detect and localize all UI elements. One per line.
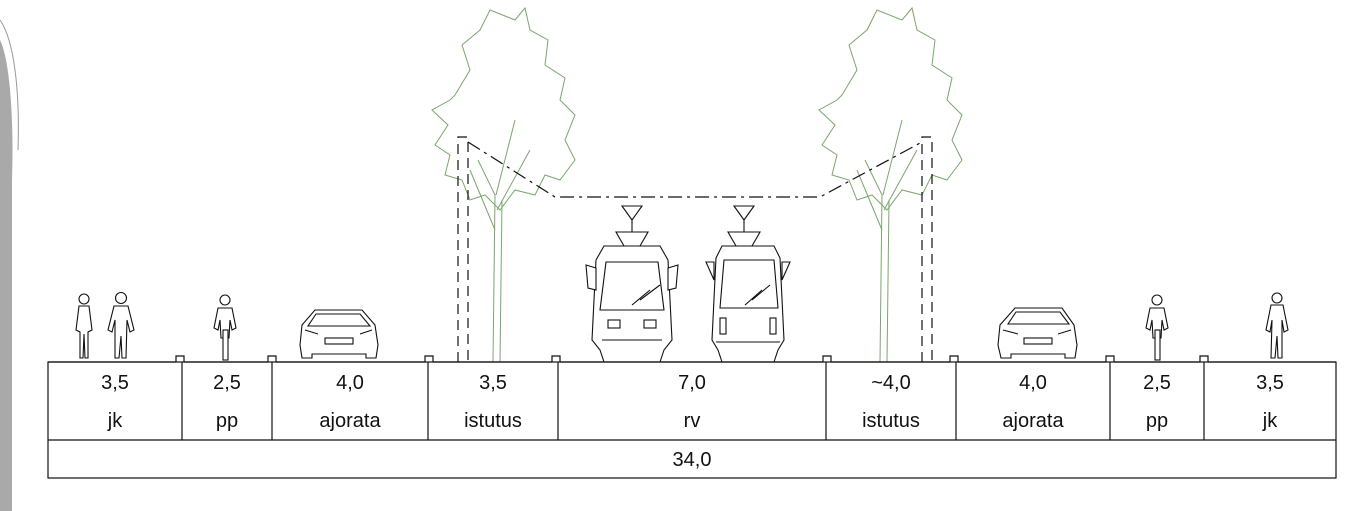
segment-code-2: pp xyxy=(216,410,238,432)
tram-left xyxy=(585,205,679,363)
segment-width-4: 3,5 xyxy=(479,372,507,394)
pedestrian-left-2 xyxy=(107,291,135,359)
tram-right xyxy=(705,205,791,363)
segment-width-1: 3,5 xyxy=(101,372,129,394)
tree-right xyxy=(818,6,963,363)
segment-code-8: pp xyxy=(1146,410,1168,432)
catenary-poles xyxy=(457,136,933,362)
segment-code-9: jk xyxy=(1262,410,1278,432)
segment-code-7: ajorata xyxy=(1002,410,1064,432)
segment-width-7: 4,0 xyxy=(1019,372,1047,394)
dimension-table: 3,5 2,5 4,0 3,5 7,0 ~4,0 4,0 2,5 3,5 jk … xyxy=(47,361,1337,479)
left-edge-decoration xyxy=(0,19,19,511)
segment-width-5: 7,0 xyxy=(678,372,706,394)
segment-width-8: 2,5 xyxy=(1143,372,1171,394)
cyclist-right xyxy=(1145,294,1169,361)
segment-code-6: istutus xyxy=(862,410,920,432)
ground-line xyxy=(48,355,1336,363)
car-right xyxy=(997,307,1078,359)
cyclist-left xyxy=(213,294,237,361)
segment-width-3: 4,0 xyxy=(336,372,364,394)
segment-width-9: 3,5 xyxy=(1256,372,1284,394)
car-left xyxy=(299,309,379,359)
segment-code-1: jk xyxy=(107,410,123,432)
pedestrian-left-1 xyxy=(75,293,93,359)
pedestrian-right xyxy=(1265,292,1289,359)
segment-code-3: ajorata xyxy=(319,410,381,432)
segment-code-5: rv xyxy=(684,410,701,432)
segment-width-6: ~4,0 xyxy=(871,372,910,394)
total-width: 34,0 xyxy=(673,449,712,471)
segment-width-2: 2,5 xyxy=(213,372,241,394)
tree-left xyxy=(431,6,576,363)
segment-code-4: istutus xyxy=(464,410,522,432)
